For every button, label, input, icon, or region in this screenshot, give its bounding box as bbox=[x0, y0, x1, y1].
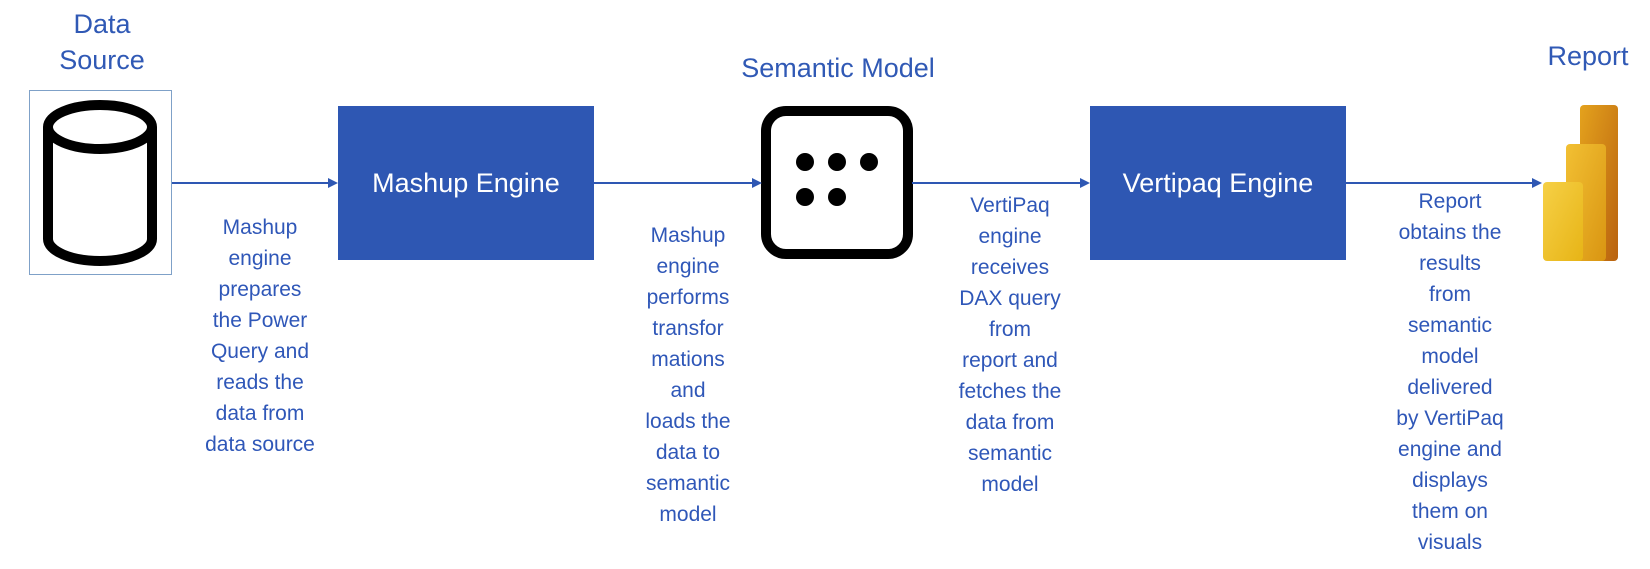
power-bi-logo-icon bbox=[1543, 105, 1618, 261]
semantic-model-title: Semantic Model bbox=[741, 53, 935, 83]
data-source-title-text: Data Source bbox=[59, 9, 145, 75]
vertipaq-engine-box: Vertipaq Engine bbox=[1090, 106, 1346, 260]
data-source-title: Data Source bbox=[58, 6, 146, 78]
caption-vertipaq-to-report: Report obtains the results from semantic… bbox=[1396, 190, 1504, 554]
caption-mashup-to-model: Mashup engine performs transfor mations … bbox=[645, 224, 731, 526]
caption-model-to-vertipaq: VertiPaq engine receives DAX query from … bbox=[958, 194, 1062, 496]
data-source-frame bbox=[29, 90, 172, 275]
database-cylinder-icon bbox=[43, 100, 157, 266]
report-title: Report bbox=[1547, 41, 1629, 71]
mashup-engine-label: Mashup Engine bbox=[372, 167, 560, 198]
mashup-engine-box: Mashup Engine bbox=[338, 106, 594, 260]
vertipaq-engine-label: Vertipaq Engine bbox=[1122, 167, 1314, 198]
dots-square-icon bbox=[761, 106, 913, 259]
caption-ds-to-mashup: Mashup engine prepares the Power Query a… bbox=[205, 216, 315, 456]
